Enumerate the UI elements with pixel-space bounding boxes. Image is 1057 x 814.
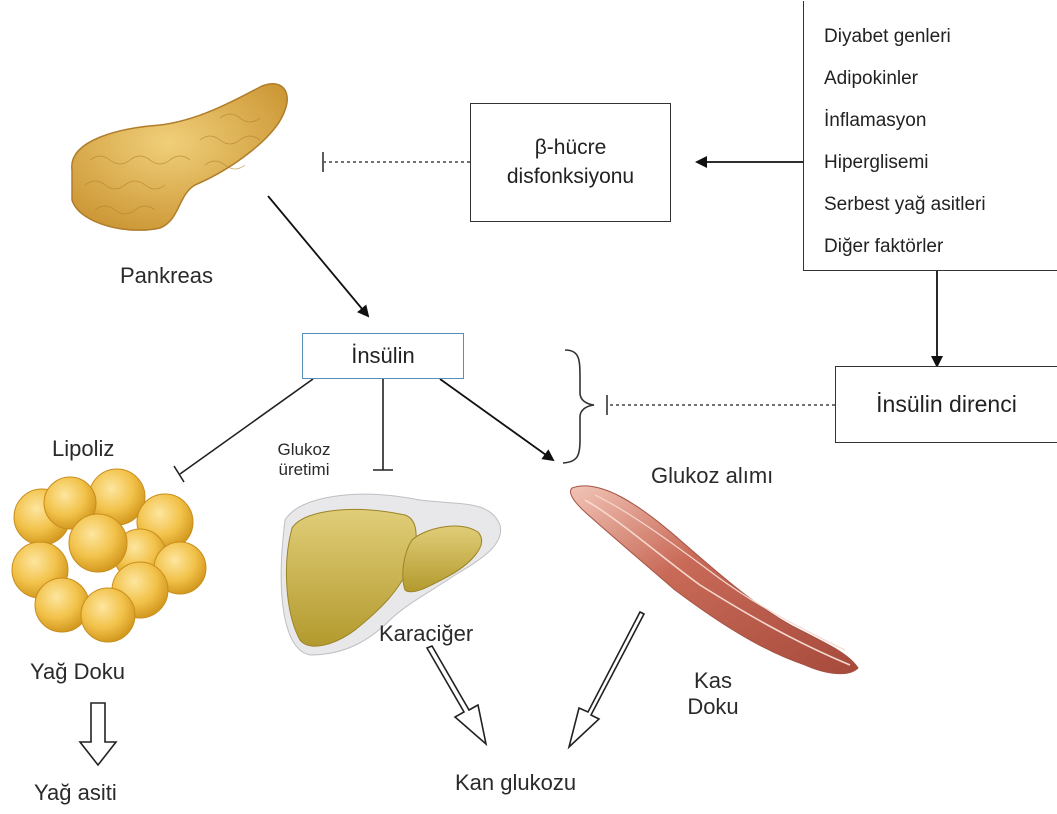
beta-cell-label-line1: β-hücre bbox=[535, 134, 607, 162]
glucose-production-line2: üretimi bbox=[262, 460, 346, 480]
beta-cell-label-line2: disfonksiyonu bbox=[507, 163, 634, 191]
lipolysis-label: Lipoliz bbox=[52, 436, 114, 462]
pancreas-label: Pankreas bbox=[120, 263, 213, 289]
glucose-uptake-label: Glukoz alımı bbox=[651, 463, 773, 489]
glucose-production-label: Glukoz üretimi bbox=[262, 440, 346, 481]
arrow-insulin-to-uptake bbox=[440, 379, 553, 460]
inhibit-bar-lipolysis bbox=[174, 466, 184, 482]
factor-item: Serbest yağ asitleri bbox=[824, 187, 986, 229]
insulin-resistance-label: İnsülin direnci bbox=[876, 391, 1017, 418]
adipose-tissue-image bbox=[12, 469, 206, 642]
insulin-box: İnsülin bbox=[302, 333, 464, 379]
muscle-label-line1: Kas bbox=[675, 668, 751, 694]
hollow-arrow-muscle-to-blood bbox=[569, 612, 644, 747]
hollow-arrow-adipose-to-fatty-acid bbox=[80, 703, 116, 765]
insulin-label: İnsülin bbox=[351, 343, 415, 369]
factor-item: Adipokinler bbox=[824, 61, 986, 103]
insulin-resistance-box: İnsülin direnci bbox=[835, 366, 1057, 443]
risk-factors-list: Diyabet genleri Adipokinler İnflamasyon … bbox=[824, 19, 986, 271]
glucose-production-line1: Glukoz bbox=[262, 440, 346, 460]
muscle-image bbox=[571, 486, 858, 674]
factor-item: Hiperglisemi bbox=[824, 145, 986, 187]
pancreas-image bbox=[72, 84, 287, 230]
factor-item: Diğer faktörler bbox=[824, 229, 986, 271]
liver-label: Karaciğer bbox=[379, 621, 473, 647]
risk-factors-box: Diyabet genleri Adipokinler İnflamasyon … bbox=[803, 1, 1057, 271]
curly-brace bbox=[563, 350, 594, 463]
beta-cell-dysfunction-box: β-hücre disfonksiyonu bbox=[470, 103, 671, 222]
fatty-acid-label: Yağ asiti bbox=[34, 780, 117, 806]
factor-item: Diyabet genleri bbox=[824, 19, 986, 61]
adipose-tissue-label: Yağ Doku bbox=[30, 659, 125, 685]
arrow-pancreas-to-insulin bbox=[268, 196, 368, 316]
factor-item: İnflamasyon bbox=[824, 103, 986, 145]
hollow-arrow-liver-to-blood bbox=[427, 646, 486, 744]
blood-glucose-label: Kan glukozu bbox=[455, 770, 576, 796]
muscle-label-line2: Doku bbox=[675, 694, 751, 720]
muscle-tissue-label: Kas Doku bbox=[675, 668, 751, 721]
